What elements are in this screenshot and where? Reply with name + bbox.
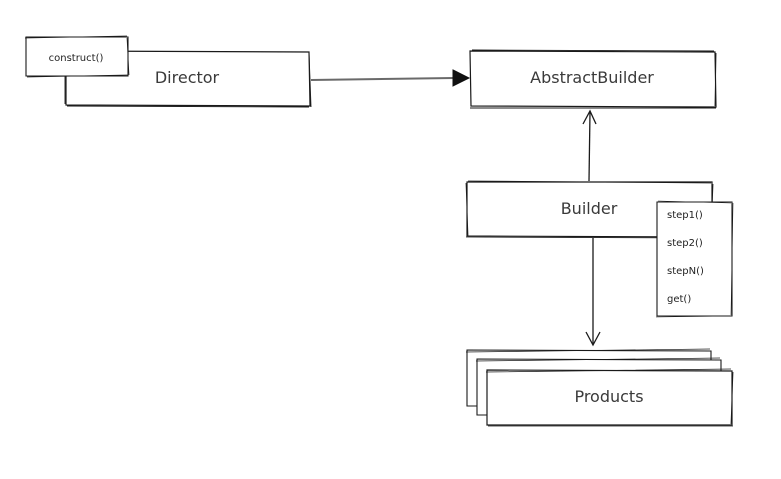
method-step2: step2() xyxy=(667,238,703,249)
products-node: Products xyxy=(465,348,734,427)
products-label: Products xyxy=(574,387,643,406)
construct-method-label: construct() xyxy=(49,53,104,64)
edge-director-to-abstract-builder xyxy=(310,69,471,87)
builder-label: Builder xyxy=(561,199,618,218)
builder-node: Builder xyxy=(465,180,714,239)
builder-methods-box: step1() step2() stepN() get() xyxy=(655,200,734,318)
abstract-builder-label: AbstractBuilder xyxy=(530,68,654,87)
filled-arrowhead xyxy=(452,69,471,87)
director-label: Director xyxy=(155,68,220,87)
method-get: get() xyxy=(667,294,691,305)
open-arrowhead-down xyxy=(585,331,601,347)
method-step1: step1() xyxy=(667,210,703,221)
edge-builder-to-abstract-builder xyxy=(582,109,597,182)
products-sheet-front xyxy=(486,369,733,426)
method-stepn: stepN() xyxy=(667,266,704,277)
director-method-box: construct() xyxy=(24,35,130,78)
open-arrowhead-up xyxy=(582,109,597,125)
edge-builder-to-products xyxy=(585,238,601,347)
abstract-builder-node: AbstractBuilder xyxy=(469,49,717,109)
